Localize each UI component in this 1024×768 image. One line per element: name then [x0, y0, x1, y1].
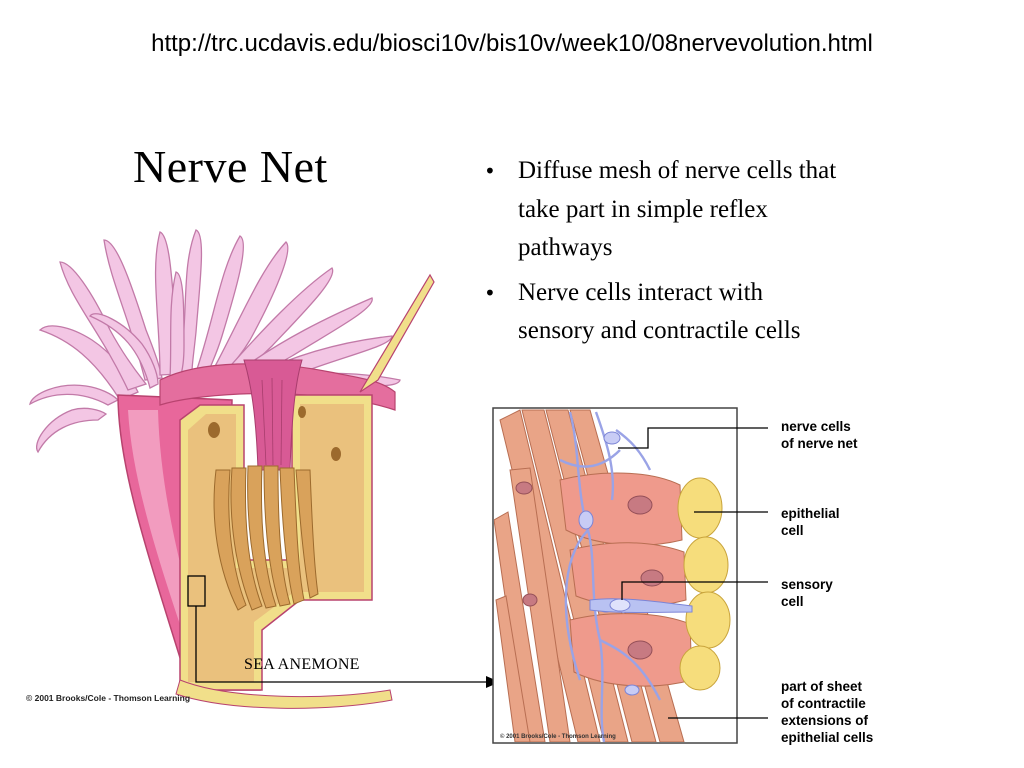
callout-line: cell: [781, 593, 833, 610]
callout-line: epithelial cells: [781, 729, 873, 746]
callout-contractile-sheet: part of sheet of contractile extensions …: [781, 678, 873, 746]
callout-epithelial-cell: epithelial cell: [781, 505, 840, 539]
callout-line: extensions of: [781, 712, 873, 729]
callout-line: part of sheet: [781, 678, 873, 695]
callout-line: nerve cells: [781, 418, 858, 435]
copyright-notice: © 2001 Brooks/Cole - Thomson Learning: [26, 693, 190, 703]
callout-line: epithelial: [781, 505, 840, 522]
callout-sensory-cell: sensory cell: [781, 576, 833, 610]
sea-anemone-illustration: [30, 230, 500, 708]
callout-nerve-cells: nerve cells of nerve net: [781, 418, 858, 452]
callout-line: of contractile: [781, 695, 873, 712]
sea-anemone-label: SEA ANEMONE: [244, 656, 360, 674]
callout-line: cell: [781, 522, 840, 539]
callout-line: of nerve net: [781, 435, 858, 452]
inset-copyright-notice: © 2001 Brooks/Cole - Thomson Learning: [500, 734, 616, 740]
nerve-net-inset: [493, 408, 768, 743]
callout-line: sensory: [781, 576, 833, 593]
